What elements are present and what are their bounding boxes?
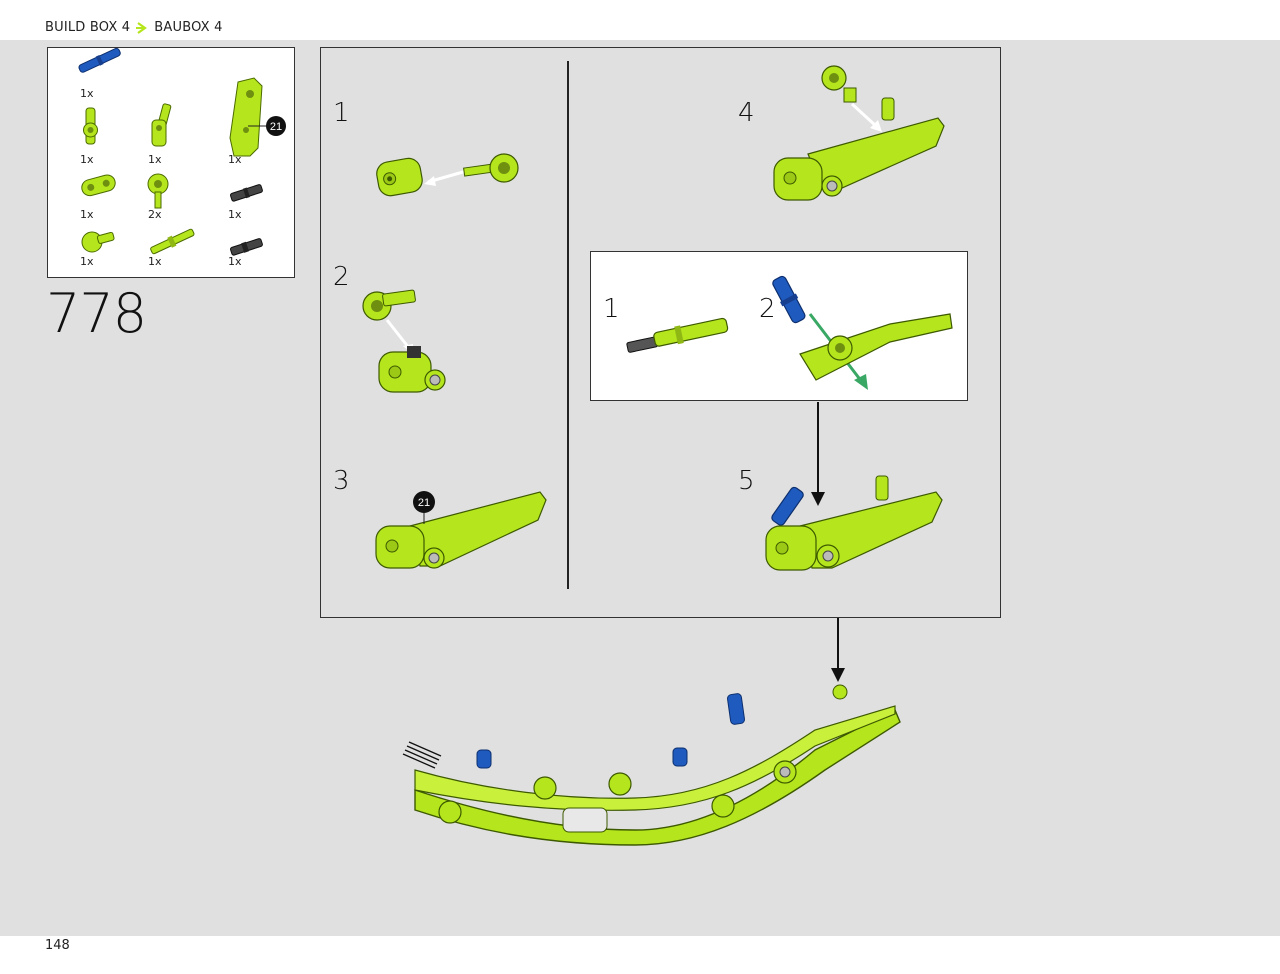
lime-axle-pin-icon <box>150 228 195 255</box>
step-1-illustration <box>376 153 519 197</box>
lime-double-beam-icon <box>81 174 116 197</box>
page-number: 148 <box>45 938 70 953</box>
page-header <box>0 0 1280 40</box>
blue-long-pin-icon <box>78 48 121 73</box>
breadcrumb: BUILD BOX 4 BAUBOX 4 <box>45 20 223 35</box>
callout-step-2: 2 <box>759 294 776 324</box>
lime-angle-connector-icon <box>151 103 172 147</box>
part-qty-5: 1x <box>80 208 94 221</box>
part-qty-10: 1x <box>228 255 242 268</box>
callout-arrow <box>811 402 825 506</box>
black-pin-icon <box>230 184 263 202</box>
part-qty-9: 1x <box>148 255 162 268</box>
build-box-label: BUILD BOX 4 <box>45 20 131 35</box>
sub-step-1: 1 <box>333 98 350 128</box>
main-assembly-illustration <box>402 684 901 846</box>
part-qty-4: 1x <box>228 153 242 166</box>
sub-step-4: 4 <box>738 98 755 128</box>
chevron-right-icon <box>136 21 148 34</box>
sub-step-5: 5 <box>738 466 755 496</box>
sub-step-2: 2 <box>333 262 350 292</box>
part-qty-2: 1x <box>80 153 94 166</box>
parts-badge-21: 21 <box>270 121 282 133</box>
parts-list-box: 21 <box>47 47 295 278</box>
part-qty-8: 1x <box>80 255 94 268</box>
step-4-illustration <box>773 65 945 201</box>
part-qty-1: 1x <box>80 87 94 100</box>
callout-2-illustration <box>772 275 953 390</box>
lime-round-connector-icon <box>81 231 115 253</box>
panel-arrow <box>831 618 845 682</box>
lime-axle-connector-icon <box>83 107 98 145</box>
parts-list-art: 21 <box>78 48 286 256</box>
part-qty-3: 1x <box>148 153 162 166</box>
sub-step-3: 3 <box>333 466 350 496</box>
lime-panel-21-icon: 21 <box>229 77 286 157</box>
callout-1-illustration <box>626 317 729 353</box>
step-3-badge-21: 21 <box>418 497 430 509</box>
black-axle-pin-icon <box>230 238 263 256</box>
callout-step-1: 1 <box>603 294 620 324</box>
lime-pin-connector-icon <box>147 173 169 209</box>
step-number: 778 <box>46 282 147 345</box>
page-footer <box>0 936 1280 974</box>
baubox-label: BAUBOX 4 <box>154 20 223 35</box>
step-2-illustration <box>362 289 446 393</box>
step-5-illustration <box>765 475 943 571</box>
part-qty-6: 2x <box>148 208 162 221</box>
part-qty-7: 1x <box>228 208 242 221</box>
panel-divider <box>567 61 569 589</box>
step-3-illustration: 21 <box>375 491 547 569</box>
